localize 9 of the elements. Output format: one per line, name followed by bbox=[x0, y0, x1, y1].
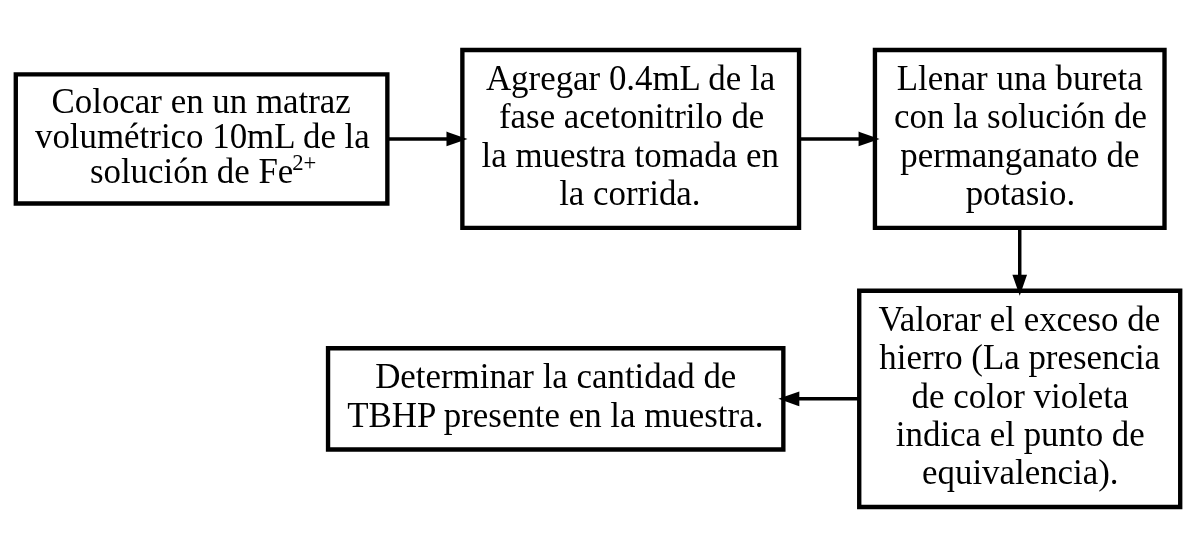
node-box: Valorar el exceso de hierro (La presencia de color violeta indica el punto de equivalencia). bbox=[857, 288, 1183, 509]
node-box: Colocar en un matraz volumétrico 10mL de la solución de Fe$^{2+}$ bbox=[13, 71, 390, 206]
node-box: Agregar 0.4mL de la fase acetonitrilo de la muestra tomada en la corrida. bbox=[460, 47, 802, 230]
arrow bbox=[1012, 227, 1028, 296]
arrow bbox=[387, 131, 468, 146]
arrow bbox=[799, 131, 880, 146]
node-box: Llenar una bureta con la solución de permanganato de potasio. bbox=[872, 47, 1167, 230]
node-box: Determinar la cantidad de TBHP presente en la muestra. bbox=[325, 345, 786, 452]
arrow bbox=[778, 391, 859, 406]
